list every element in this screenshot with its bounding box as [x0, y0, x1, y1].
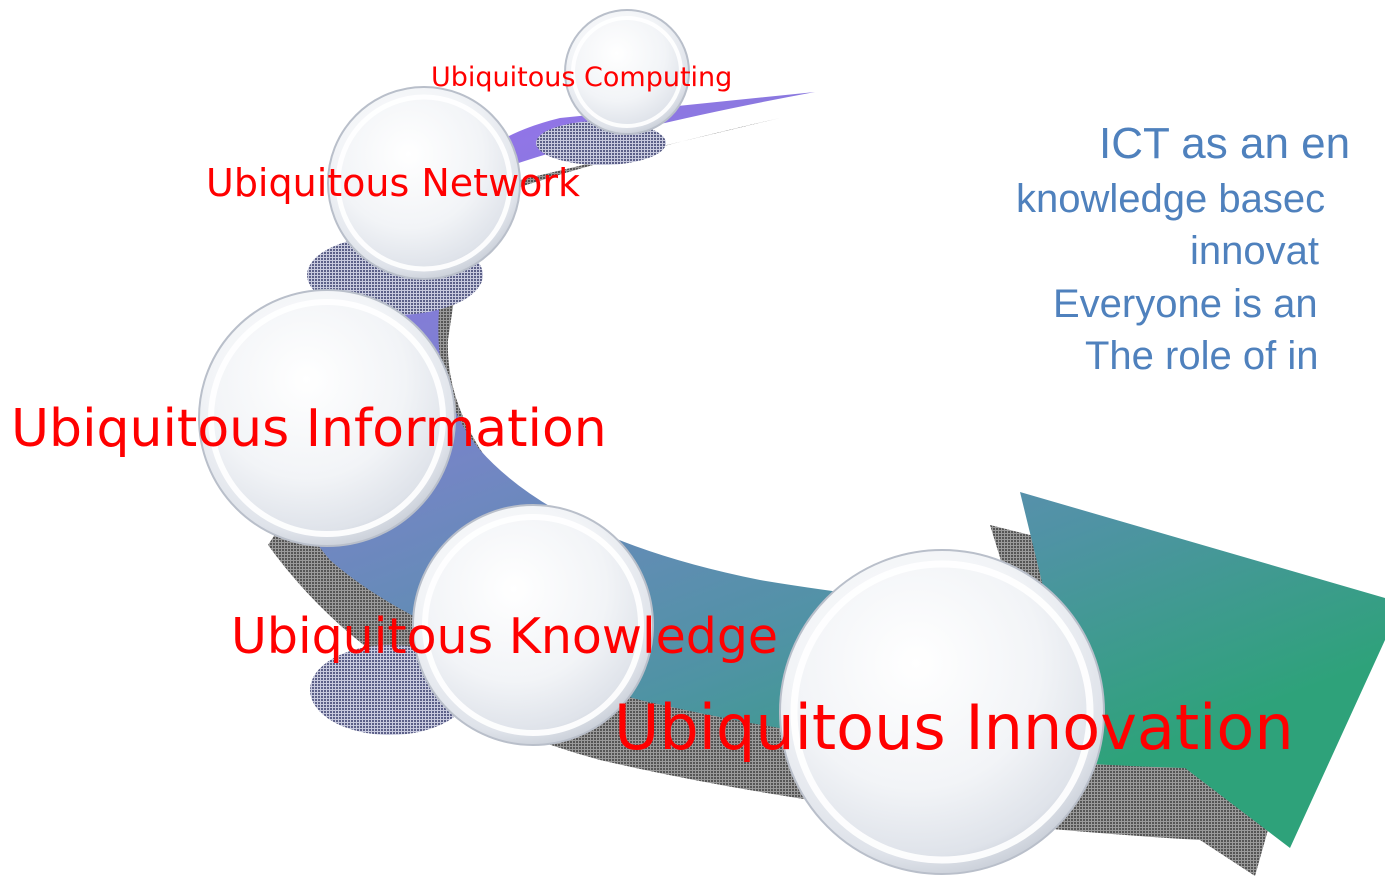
bubble-information	[198, 289, 456, 547]
side-text-line-5: The role of in	[1085, 334, 1319, 378]
side-text-line-1: ICT as an en	[1099, 119, 1351, 168]
label-ubiquitous-knowledge: Ubiquitous Knowledge	[231, 608, 779, 665]
side-text-line-3: innovat	[1190, 229, 1319, 273]
label-ubiquitous-information: Ubiquitous Information	[11, 399, 607, 459]
label-ubiquitous-innovation: Ubiquitous Innovation	[614, 691, 1294, 764]
label-ubiquitous-network: Ubiquitous Network	[206, 161, 581, 205]
side-text-line-4: Everyone is an	[1053, 282, 1318, 326]
bubble-computing	[564, 9, 690, 135]
bubble-network	[327, 86, 521, 280]
label-ubiquitous-computing: Ubiquitous Computing	[431, 62, 733, 93]
bubble-innovation	[779, 549, 1105, 875]
bubble-knowledge	[412, 504, 654, 746]
side-text-line-2: knowledge basec	[1016, 177, 1326, 221]
